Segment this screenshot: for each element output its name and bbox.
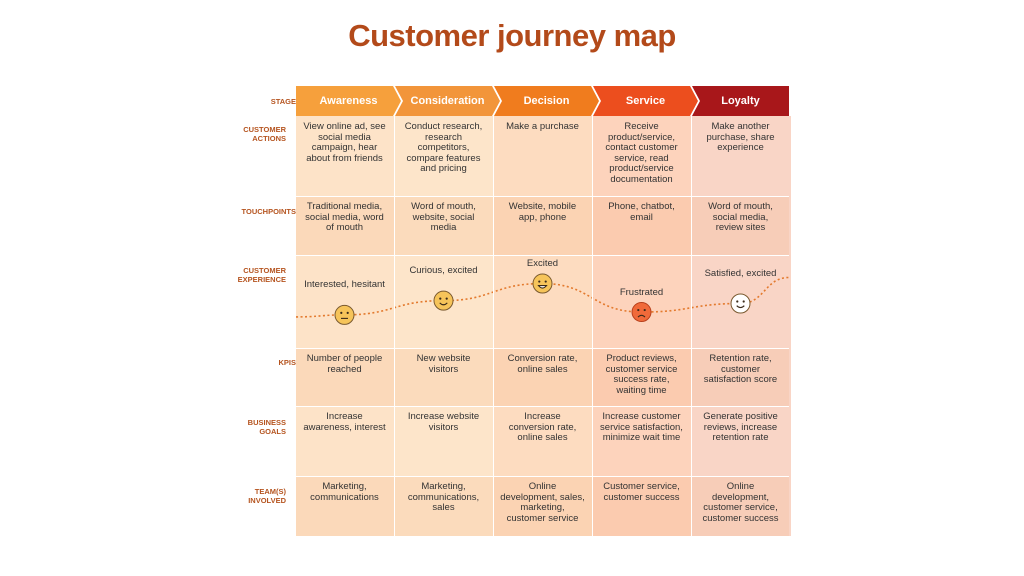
cell-touchpoints-consideration: Word of mouth, website, social media xyxy=(411,201,476,233)
frowning-face-icon xyxy=(631,302,652,323)
cell-kpis-loyalty: Retention rate, customer satisfaction sc… xyxy=(703,353,778,385)
row-label-kpis: KPIS xyxy=(278,358,296,367)
stage-consideration: Consideration xyxy=(395,86,500,116)
column-decision xyxy=(494,116,593,536)
stage-loyalty: Loyalty xyxy=(692,86,789,116)
row-divider xyxy=(296,348,789,349)
cell-teams-awareness: Marketing, communications xyxy=(310,481,379,503)
row-divider xyxy=(296,406,789,407)
cell-actions-decision: Make a purchase xyxy=(506,121,579,132)
cell-goals-consideration: Increase website visitors xyxy=(407,411,480,433)
row-divider xyxy=(296,476,789,477)
row-shade xyxy=(296,348,789,406)
experience-label-awareness: Interested, hesitant xyxy=(304,278,385,290)
cell-teams-decision: Online development, sales, marketing, cu… xyxy=(500,481,585,524)
cell-goals-awareness: Increase awareness, interest xyxy=(303,411,386,433)
stage-decision: Decision xyxy=(494,86,599,116)
row-label-teams: TEAM(S) INVOLVED xyxy=(248,487,286,505)
cell-teams-consideration: Marketing, communications, sales xyxy=(407,481,480,513)
cell-touchpoints-loyalty: Word of mouth, social media, review site… xyxy=(708,201,773,233)
cell-goals-loyalty: Generate positive reviews, increase rete… xyxy=(703,411,778,443)
experience-label-loyalty: Satisfied, excited xyxy=(704,267,777,279)
cell-kpis-decision: Conversion rate, online sales xyxy=(507,353,578,375)
stage-service: Service xyxy=(593,86,698,116)
experience-label-service: Frustrated xyxy=(619,286,664,298)
column-service xyxy=(593,116,692,536)
column-divider xyxy=(691,116,692,536)
row-divider xyxy=(296,255,789,256)
cell-kpis-awareness: Number of people reached xyxy=(306,353,383,375)
cell-teams-loyalty: Online development, customer service, cu… xyxy=(702,481,779,524)
journey-map: STAGE CUSTOMER ACTIONS TOUCHPOINTS CUSTO… xyxy=(234,86,791,536)
row-label-touchpoints: TOUCHPOINTS xyxy=(241,207,296,216)
column-divider xyxy=(394,116,395,536)
cell-touchpoints-awareness: Traditional media, social media, word of… xyxy=(305,201,384,233)
row-label-goals: BUSINESS GOALS xyxy=(247,418,286,436)
smiling-face-icon xyxy=(433,290,454,311)
column-awareness xyxy=(296,116,395,536)
experience-label-decision: Excited xyxy=(526,258,559,270)
cell-kpis-consideration: New website visitors xyxy=(416,353,471,375)
cell-touchpoints-decision: Website, mobile app, phone xyxy=(508,201,577,223)
cell-actions-consideration: Conduct research, research competitors, … xyxy=(404,121,483,174)
smiling-face-icon xyxy=(730,293,751,314)
row-label-experience: CUSTOMER EXPERIENCE xyxy=(237,266,286,284)
cell-goals-service: Increase customer service satisfaction, … xyxy=(600,411,683,443)
column-consideration xyxy=(395,116,494,536)
row-shade xyxy=(296,196,789,255)
cell-actions-loyalty: Make another purchase, share experience xyxy=(706,121,775,153)
row-divider xyxy=(296,196,789,197)
row-label-actions: CUSTOMER ACTIONS xyxy=(243,125,286,143)
cell-goals-decision: Increase conversion rate, online sales xyxy=(508,411,577,443)
cell-actions-service: Receive product/service, contact custome… xyxy=(605,121,678,185)
neutral-face-icon xyxy=(334,304,355,325)
cell-kpis-service: Product reviews, customer service succes… xyxy=(605,353,678,396)
experience-label-consideration: Curious, excited xyxy=(409,264,478,276)
page-title: Customer journey map xyxy=(348,18,676,53)
grinning-face-icon xyxy=(532,273,553,294)
column-loyalty xyxy=(692,116,791,536)
column-divider xyxy=(592,116,593,536)
row-shade xyxy=(296,476,789,536)
cell-touchpoints-service: Phone, chatbot, email xyxy=(608,201,675,223)
experience-curve xyxy=(296,273,789,325)
column-divider xyxy=(493,116,494,536)
experience-line xyxy=(296,276,789,318)
cell-teams-service: Customer service, customer success xyxy=(603,481,680,503)
journey-grid: View online ad, see social media campaig… xyxy=(296,116,791,536)
row-label-stage: STAGE xyxy=(270,97,296,106)
cell-actions-awareness: View online ad, see social media campaig… xyxy=(303,121,386,164)
stage-awareness: Awareness xyxy=(296,86,401,116)
